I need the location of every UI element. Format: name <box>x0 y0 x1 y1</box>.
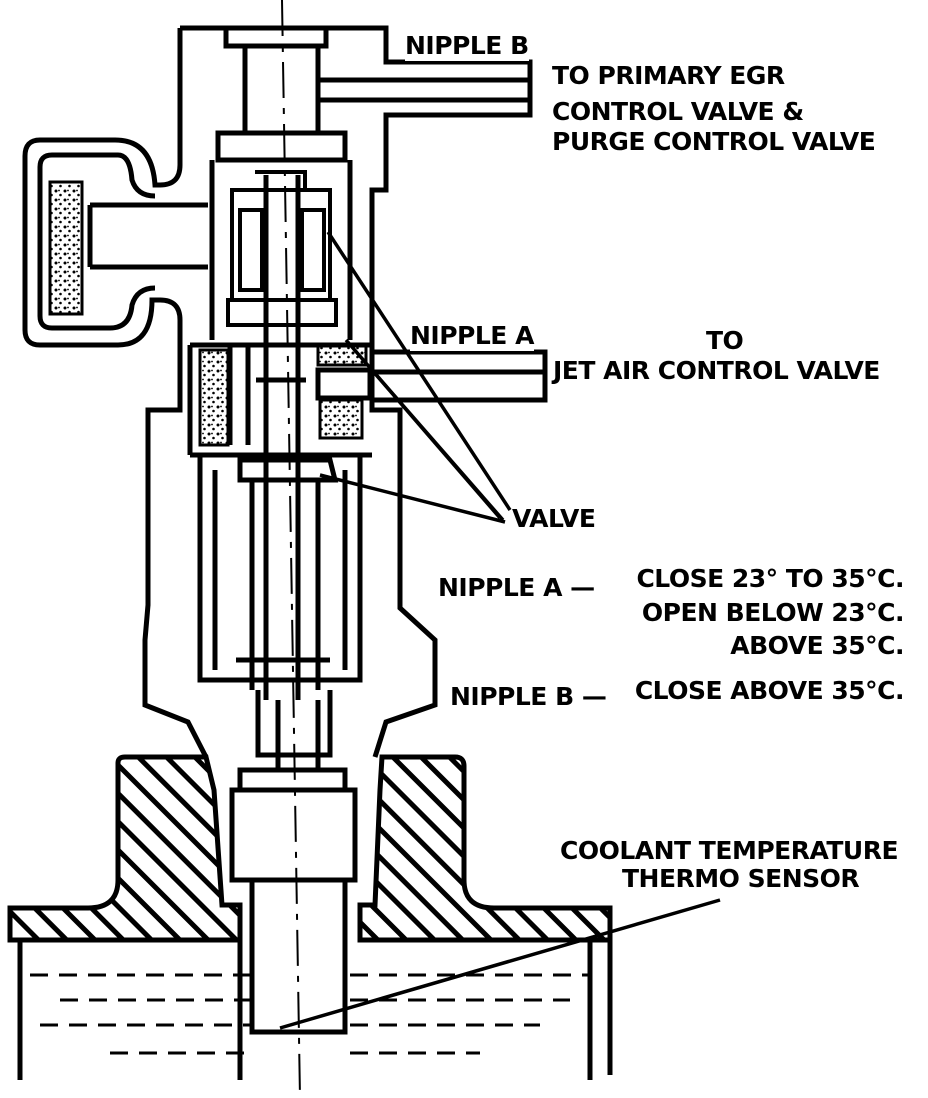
nipple-b-tube <box>318 77 530 103</box>
nipple-a-note-line-1: CLOSE 23° TO 35°C. <box>636 563 904 594</box>
to-label: TO <box>706 325 744 356</box>
nipple-b-label: NIPPLE B <box>405 30 529 61</box>
purge-control-valve-label: PURGE CONTROL VALVE <box>552 126 876 157</box>
centerline <box>281 0 301 1098</box>
nipple-a-note-prefix: NIPPLE A — <box>438 572 595 603</box>
filter-element-right <box>318 398 364 440</box>
nipple-b-note-line: CLOSE ABOVE 35°C. <box>634 675 905 706</box>
sensor-leader-line <box>279 898 721 1030</box>
to-primary-egr-label: TO PRIMARY EGR <box>552 60 785 91</box>
control-valve-label: CONTROL VALVE & <box>552 96 804 127</box>
nipple-b-note-prefix: NIPPLE B — <box>450 681 607 712</box>
coolant-level-lines <box>30 973 590 1055</box>
filter-element-left <box>48 180 84 316</box>
valve-leader-lines <box>319 231 512 524</box>
valve-label: VALVE <box>512 503 596 534</box>
jet-air-control-valve-label: JET AIR CONTROL VALVE <box>553 355 880 386</box>
top-cap <box>209 25 353 340</box>
coolant-temperature-label: COOLANT TEMPERATURE <box>560 835 899 866</box>
upper-valve-block <box>226 170 338 327</box>
filter-element-mid-left <box>198 348 230 447</box>
nipple-a-label: NIPPLE A <box>410 320 534 351</box>
thermo-sensor-label: THERMO SENSOR <box>622 863 860 894</box>
center-shaft <box>229 175 358 1035</box>
nipple-a-note-line-3: ABOVE 35°C. <box>730 630 904 661</box>
nipple-a-note-line-2: OPEN BELOW 23°C. <box>641 597 905 628</box>
valve-housing <box>22 25 533 759</box>
hatched-boss <box>7 754 613 943</box>
nipple-a-tube <box>372 349 548 403</box>
